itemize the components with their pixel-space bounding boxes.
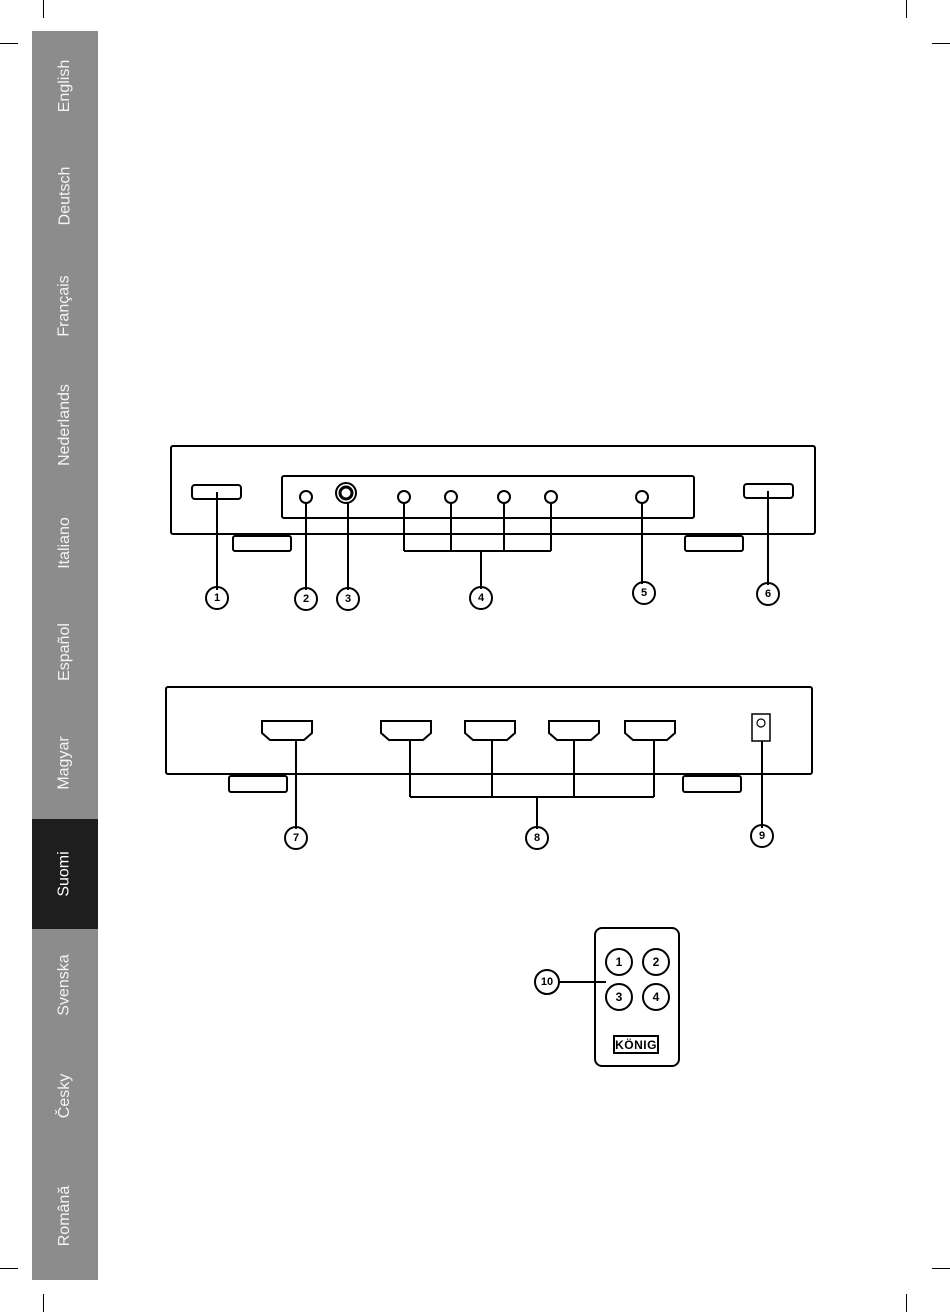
lang-tab-romana[interactable]: Română: [32, 1151, 98, 1280]
remote-button-label: 2: [653, 955, 660, 969]
crop-mark: [932, 1268, 950, 1269]
remote-brand-label: KÖNIG: [615, 1037, 657, 1052]
crop-mark: [43, 1294, 44, 1312]
remote-control-diagram: 1 2 3 4 KÖNIG 10: [0, 0, 950, 1100]
lang-tab-label: Română: [56, 1185, 74, 1245]
crop-mark: [0, 1268, 18, 1269]
remote-button-label: 4: [653, 990, 660, 1004]
remote-button-label: 1: [616, 955, 623, 969]
remote-button-label: 3: [616, 990, 623, 1004]
callout-number: 10: [541, 976, 553, 988]
crop-mark: [906, 1294, 907, 1312]
